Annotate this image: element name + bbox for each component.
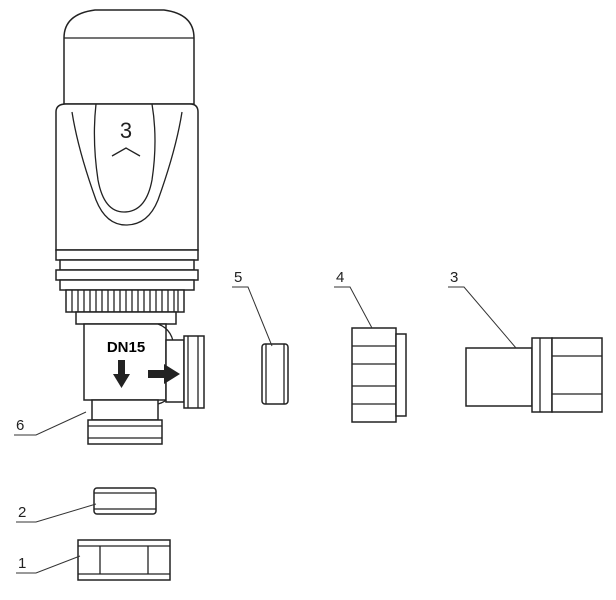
callout-4: 4 (334, 269, 373, 329)
thermostatic-head: 3 (55, 9, 199, 325)
callout-3: 3 (448, 269, 517, 349)
callout-3-number: 3 (450, 269, 458, 286)
dn15-label: DN15 (107, 339, 145, 356)
down-arrow-icon (113, 360, 130, 388)
side-union-nut (351, 327, 407, 423)
callout-6: 6 (14, 411, 87, 436)
valve-body: DN15 (83, 323, 205, 445)
callout-2-number: 2 (18, 504, 26, 521)
callout-6-number: 6 (16, 417, 24, 434)
callout-5: 5 (232, 269, 273, 347)
knob-number: 3 (120, 118, 132, 143)
side-olive-ring (261, 343, 289, 405)
right-arrow-icon (148, 364, 180, 384)
callout-1: 1 (16, 555, 81, 574)
callout-1-number: 1 (18, 555, 26, 572)
olive-ring (93, 487, 157, 515)
callout-4-number: 4 (336, 269, 344, 286)
knurl-lines (71, 290, 179, 312)
union-nut (77, 539, 171, 581)
callout-2: 2 (16, 503, 97, 523)
tail-connector (465, 337, 603, 413)
callout-5-number: 5 (234, 269, 242, 286)
